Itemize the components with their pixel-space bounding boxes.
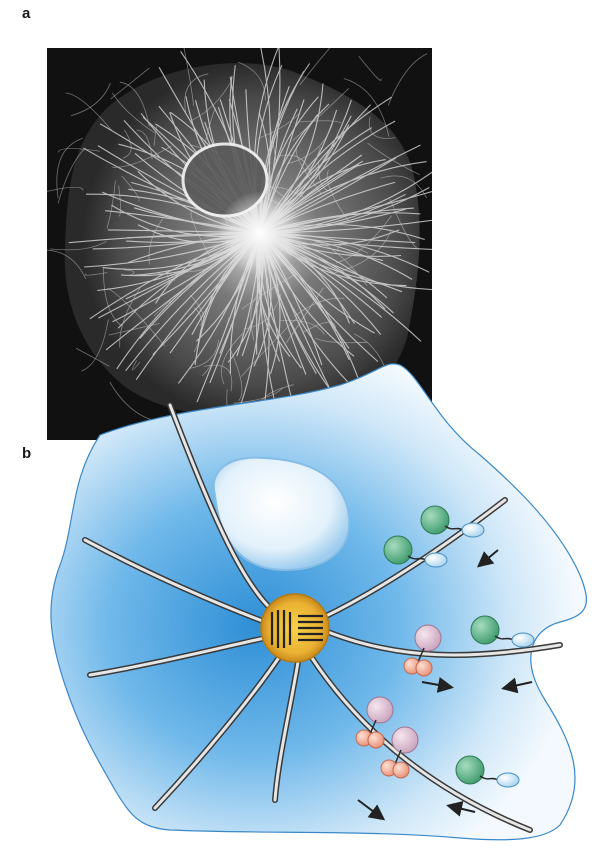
- panel-label-b: b: [22, 445, 31, 462]
- mtoc-bright-spot: [218, 191, 302, 275]
- panel-label-a: a: [22, 5, 30, 22]
- centrosome-icon: [261, 594, 329, 662]
- cell-transport-diagram: [40, 360, 597, 846]
- cell-membrane: [51, 364, 586, 840]
